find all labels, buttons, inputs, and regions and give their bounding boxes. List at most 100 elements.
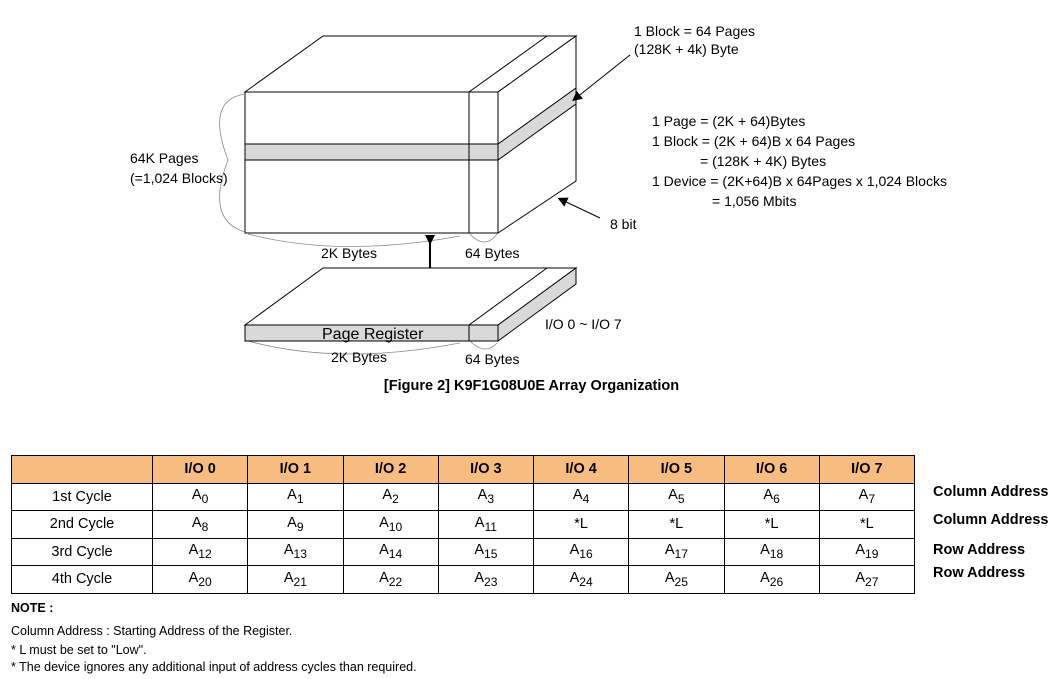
address-bit-cell: *L: [818, 510, 916, 539]
memory-array-block: [243, 35, 578, 234]
address-bit-letter: A: [474, 542, 484, 559]
address-bit-letter: A: [382, 487, 393, 504]
address-bit-cell: A2: [342, 482, 439, 511]
address-bit-letter: A: [379, 514, 389, 531]
table-header-cell: I/O 7: [818, 455, 916, 484]
address-bit-cell: A14: [342, 537, 439, 566]
address-bit-cell: A12: [151, 537, 249, 566]
address-bit-letter: A: [283, 569, 294, 586]
address-bit-index: 8: [201, 519, 209, 534]
address-bit-letter: A: [379, 569, 389, 586]
address-bit-cell: A18: [723, 537, 820, 566]
address-bit-cell: A24: [532, 565, 630, 594]
address-bit-letter: A: [191, 487, 202, 504]
address-bit-index: 27: [864, 574, 879, 589]
address-bit-cell: A10: [342, 510, 439, 539]
page-band-side: [497, 87, 577, 161]
eq-line-1: 1 Page = (2K + 64)Bytes: [652, 113, 805, 129]
cycle-label: 1st Cycle: [11, 482, 153, 511]
address-bit-letter: *L: [574, 516, 588, 533]
address-bit-letter: A: [855, 542, 865, 559]
address-bit-cell: A16: [532, 537, 630, 566]
address-bit-index: 6: [773, 492, 780, 507]
table-header-cell: [11, 455, 153, 484]
address-bit-cell: A0: [151, 482, 249, 511]
table-header-cell: I/O 3: [437, 455, 535, 484]
address-bit-index: 1: [296, 492, 304, 507]
row-type-label: Row Address: [933, 542, 1026, 558]
address-bit-index: 22: [388, 574, 403, 589]
address-bit-letter: A: [760, 569, 770, 586]
address-bit-index: 20: [198, 574, 212, 589]
address-bit-index: 19: [864, 547, 879, 562]
array-2k-label: 2K Bytes: [321, 245, 377, 261]
address-bit-letter: A: [763, 487, 774, 504]
address-bit-letter: *L: [860, 516, 874, 533]
figure-caption: [Figure 2] K9F1G08U0E Array Organization: [383, 378, 680, 394]
address-bit-index: 13: [293, 547, 307, 562]
row-type-label: Row Address: [933, 565, 1026, 581]
address-bit-letter: A: [379, 542, 389, 559]
address-bit-index: 5: [677, 492, 685, 507]
address-cycle-table: I/O 0 I/O 1 I/O 2 I/O 3 I/O 4 I/O 5 I/O …: [11, 455, 916, 594]
address-bit-cell: A15: [437, 537, 535, 566]
address-bit-letter: A: [188, 569, 199, 586]
address-bit-letter: A: [572, 487, 583, 504]
address-bit-letter: A: [664, 569, 675, 586]
array-64-label: 64 Bytes: [465, 245, 519, 261]
address-bit-index: 23: [483, 574, 498, 589]
address-bit-cell: *L: [723, 510, 820, 539]
address-bit-letter: A: [858, 487, 869, 504]
address-bit-cell: A3: [437, 482, 535, 511]
eq-line-4: 1 Device = (2K+64)B x 64Pages x 1,024 Bl…: [652, 173, 947, 189]
address-bit-letter: A: [855, 569, 865, 586]
row-type-label: Column Address: [933, 512, 1049, 528]
pages-label-1: 64K Pages: [130, 150, 199, 166]
address-bit-letter: A: [760, 542, 770, 559]
reg-64-label: 64 Bytes: [465, 351, 519, 367]
address-bit-cell: A26: [723, 565, 820, 594]
address-bit-index: 16: [579, 547, 593, 562]
address-bit-cell: A13: [247, 537, 344, 566]
address-bit-cell: A20: [151, 565, 249, 594]
address-bit-index: 3: [487, 492, 495, 507]
address-bit-cell: A21: [247, 565, 344, 594]
address-bit-index: 10: [388, 519, 403, 534]
address-bit-cell: A23: [437, 565, 535, 594]
page-band-front: [244, 143, 499, 161]
address-bit-index: 21: [293, 574, 307, 589]
address-bit-index: 11: [484, 519, 497, 534]
note-title: NOTE :: [11, 601, 54, 615]
address-bit-cell: A5: [628, 482, 725, 511]
address-bit-cell: A8: [151, 510, 249, 539]
table-header-cell: I/O 2: [342, 455, 439, 484]
cycle-label: 3rd Cycle: [11, 537, 153, 566]
address-bit-letter: A: [569, 569, 580, 586]
address-bit-cell: A6: [723, 482, 820, 511]
address-bit-letter: A: [287, 514, 297, 531]
address-bit-index: 2: [392, 492, 399, 507]
address-bit-index: 24: [579, 574, 593, 589]
address-bit-index: 15: [483, 547, 498, 562]
eight-bit-label: 8 bit: [610, 216, 637, 232]
eq-line-5: = 1,056 Mbits: [712, 193, 796, 209]
address-bit-cell: A25: [628, 565, 725, 594]
address-bit-cell: A22: [342, 565, 439, 594]
reg-2k-label: 2K Bytes: [331, 349, 387, 365]
address-bit-letter: A: [664, 542, 675, 559]
table-header-cell: I/O 1: [247, 455, 344, 484]
table-header-cell: I/O 5: [628, 455, 725, 484]
address-bit-cell: A4: [532, 482, 630, 511]
address-bit-cell: A11: [437, 510, 535, 539]
eq-line-2: 1 Block = (2K + 64)B x 64 Pages: [652, 133, 855, 149]
block-pointer-arrow: [572, 54, 631, 102]
address-bit-index: 25: [674, 574, 688, 589]
row-type-label: Column Address: [933, 484, 1049, 500]
eq-line-3: = (128K + 4K) Bytes: [700, 153, 826, 169]
address-bit-cell: A19: [818, 537, 916, 566]
address-bit-index: 4: [582, 492, 590, 507]
note-line: Column Address : Starting Address of the…: [11, 624, 293, 638]
address-bit-index: 17: [674, 547, 688, 562]
